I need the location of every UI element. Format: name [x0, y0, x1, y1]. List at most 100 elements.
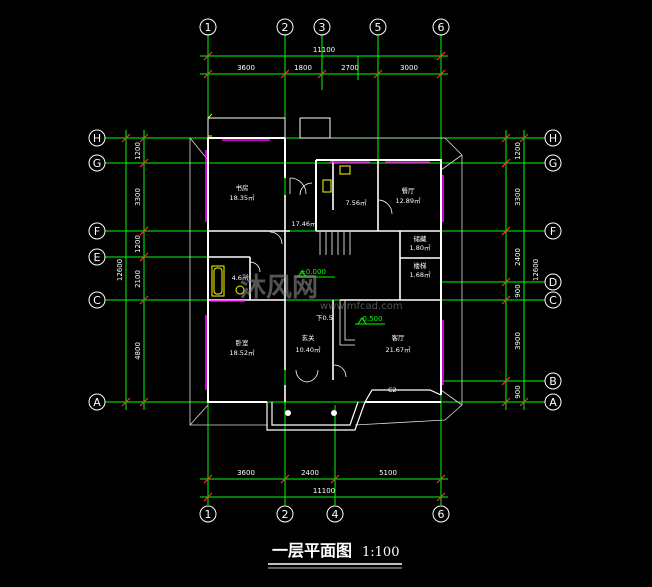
- axis-bubble-label: 5: [375, 21, 382, 34]
- axis-bubble-label: 2: [282, 21, 289, 34]
- room-area: 10.40㎡: [295, 345, 321, 354]
- exterior-walls: [207, 137, 442, 403]
- right-total-dimension: 12600: [532, 259, 540, 281]
- room-area: 18.35㎡: [229, 193, 255, 202]
- axis-bubble-label: F: [94, 225, 100, 238]
- room-name: 书房: [236, 183, 249, 192]
- left-ticks: [121, 133, 149, 407]
- axis-bubble-label: 1: [205, 21, 212, 34]
- entry-porch: [266, 389, 442, 431]
- level-text: ±0.000: [300, 268, 326, 276]
- axis-bubble-label: A: [549, 396, 557, 409]
- bottom-dimension: 3600: [237, 469, 255, 477]
- right-dimension: 3900: [514, 332, 522, 350]
- axis-bubble-label: 3: [319, 21, 326, 34]
- left-dimension: 1200: [134, 142, 142, 160]
- axis-bubble-label: G: [549, 157, 558, 170]
- roof-eaves-outline: [189, 137, 463, 426]
- kitchen-fixtures: [322, 165, 351, 193]
- bottom-ticks: [203, 474, 446, 502]
- left-dimension: 3300: [134, 188, 142, 206]
- left-dimension: 2100: [134, 270, 142, 288]
- top-dimension: 2700: [341, 64, 359, 72]
- axis-bubble-label: 4: [332, 508, 339, 521]
- room-name: 餐厅: [402, 186, 416, 195]
- watermark: 沐风网 www.mfcad.com: [240, 273, 403, 312]
- axis-bubble-label: 1: [205, 508, 212, 521]
- staircase: [319, 232, 355, 346]
- bottom-dimension: 5100: [379, 469, 397, 477]
- room-area: 17.46㎡: [291, 219, 317, 228]
- axis-bubble-label: C: [549, 294, 557, 307]
- room-name: 玄关: [302, 333, 316, 342]
- left-total-dimension: 12600: [116, 259, 124, 281]
- axis-bubble-label: D: [549, 276, 557, 289]
- room-area: 1.68㎡: [410, 270, 431, 279]
- step-down-label: 下0.5: [316, 314, 333, 322]
- room-area: 21.67㎡: [385, 345, 411, 354]
- window-label: C2: [388, 386, 397, 394]
- left-dimension-texts: 12600 1200 3300 1200 2100 4800: [116, 142, 142, 360]
- door-swings: [249, 177, 393, 383]
- room-name: 储藏: [414, 234, 428, 243]
- right-dimension: 1200: [514, 142, 522, 160]
- right-dimension-texts: 1200 3300 2400 900 3900 900 12600: [514, 142, 540, 399]
- top-dimension-texts: 11100 3600 1800 2700 3000: [237, 46, 418, 72]
- left-axis-bubbles: H G F E C A: [88, 129, 106, 411]
- balcony: [207, 117, 331, 139]
- axis-bubble-label: G: [93, 157, 102, 170]
- room-area: 7.56㎡: [346, 198, 367, 207]
- right-dimension: 900: [514, 284, 522, 297]
- room-area: 4.6㎡: [232, 273, 249, 282]
- top-dimension: 3600: [237, 64, 255, 72]
- level-text: -0.500: [360, 315, 383, 323]
- top-dimension: 3000: [400, 64, 418, 72]
- room-area: 12.89㎡: [395, 196, 421, 205]
- bathroom-fixtures: [211, 265, 245, 297]
- axis-bubble-label: H: [549, 132, 557, 145]
- axis-bubble-label: B: [549, 375, 557, 388]
- right-dimension: 3300: [514, 188, 522, 206]
- axis-bubble-label: C: [93, 294, 101, 307]
- drawing-scale: 1:100: [362, 545, 399, 560]
- axis-bubble-label: F: [550, 225, 556, 238]
- right-dimension: 900: [514, 385, 522, 398]
- bottom-dimension-lines: [200, 478, 448, 498]
- right-axis-bubbles: H G F D C B A: [544, 129, 562, 411]
- drawing-title-block: 一层平面图 1:100: [268, 541, 402, 569]
- windows: [205, 139, 444, 390]
- axis-bubble-label: H: [93, 132, 101, 145]
- room-name: 卧室: [236, 338, 250, 347]
- left-dimension-lines: [125, 130, 145, 410]
- level-marks: [295, 270, 385, 325]
- drawing-title: 一层平面图: [272, 541, 352, 560]
- right-dimension-lines: [505, 130, 525, 410]
- room-name: 楼梯: [414, 261, 428, 270]
- room-area: 1.80㎡: [410, 243, 431, 252]
- bottom-dimension: 2400: [301, 469, 319, 477]
- axis-bubble-label: 2: [282, 508, 289, 521]
- watermark-url: www.mfcad.com: [320, 301, 403, 312]
- top-axis-bubbles: 1 2 3 5 6: [199, 18, 450, 36]
- left-dimension: 4800: [134, 342, 142, 360]
- axis-bubble-label: E: [94, 251, 101, 264]
- porch-columns: [285, 410, 337, 416]
- top-total-dimension: 11100: [313, 46, 335, 54]
- left-dimension: 1200: [134, 235, 142, 253]
- axis-bubble-label: A: [93, 396, 101, 409]
- right-ticks: [501, 133, 529, 407]
- balcony-marker: [207, 113, 213, 119]
- axis-bubble-label: 6: [438, 21, 445, 34]
- bottom-dimension-texts: 3600 2400 5100 11100: [237, 469, 397, 495]
- interior-walls: [208, 160, 441, 402]
- room-area: 18.52㎡: [229, 348, 255, 357]
- watermark-brand: 沐风网: [240, 273, 318, 303]
- axis-bubble-label: 6: [438, 508, 445, 521]
- room-name: 客厅: [392, 333, 406, 342]
- bottom-axis-bubbles: 1 2 4 6: [199, 505, 450, 523]
- bottom-total-dimension: 11100: [313, 487, 335, 495]
- right-dimension: 2400: [514, 248, 522, 266]
- top-ticks: [203, 51, 446, 79]
- top-dimension: 1800: [294, 64, 312, 72]
